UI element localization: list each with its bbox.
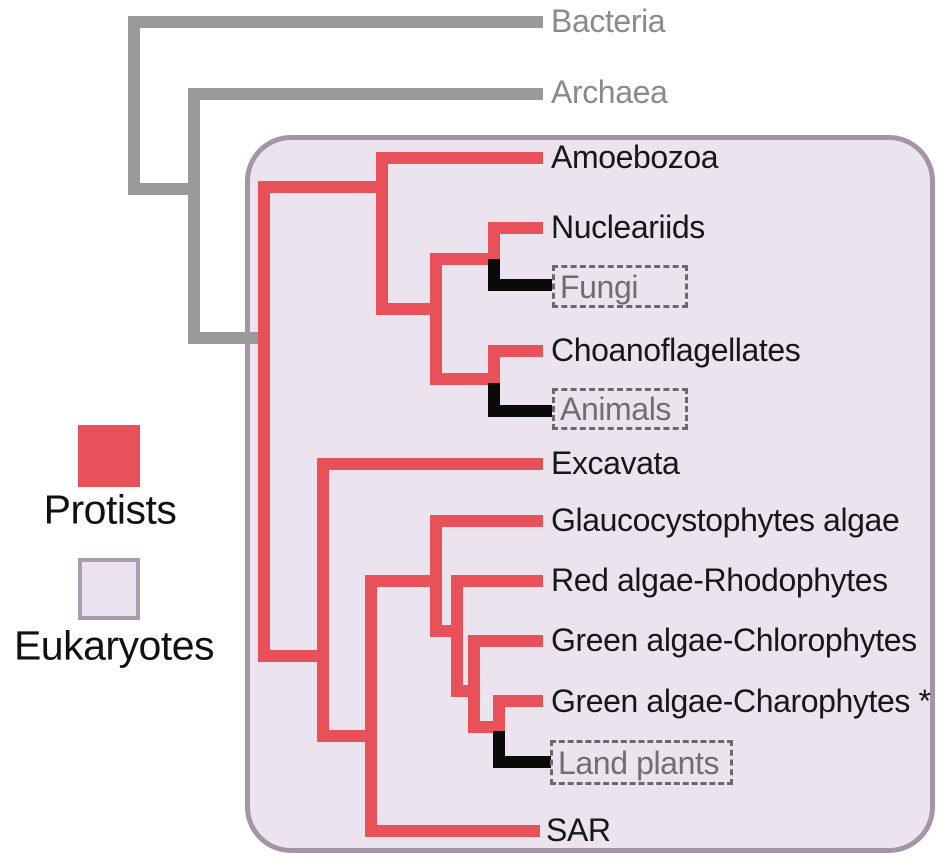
holozoa-stem (430, 373, 500, 385)
branch-fungi-black (488, 279, 552, 291)
branch-chlorophytes (468, 635, 543, 647)
protists-swatch (78, 425, 140, 487)
opisthokont-vertical (430, 253, 442, 385)
holomycota-stem (430, 253, 500, 265)
branch-nucleariids (488, 222, 543, 234)
branch-excavata (317, 458, 543, 470)
eukaryotes-swatch (78, 558, 140, 620)
taxon-label-archaea: Archaea (551, 74, 668, 111)
branch-amoebozoa (376, 152, 543, 164)
branch-bacteria (128, 16, 543, 28)
taxon-label-glaucocystophytes-algae: Glaucocystophytes algae (551, 502, 900, 539)
archaea-eukaryote-vertical (188, 88, 200, 344)
archaeplastida-stem (365, 575, 442, 587)
branch-charophytes (493, 695, 543, 707)
taxon-label-choanoflagellates: Choanoflagellates (551, 332, 801, 369)
diaphoretickes-stem (317, 730, 377, 742)
taxon-label-sar: SAR (546, 812, 611, 849)
taxon-label-green-algae-chlorophytes: Green algae-Chlorophytes (551, 622, 917, 659)
taxon-label-bacteria: Bacteria (551, 3, 666, 40)
branch-choanoflagellates (488, 345, 543, 357)
taxon-label-excavata: Excavata (551, 445, 680, 482)
taxon-label-land-plants: Land plants (558, 744, 720, 781)
taxon-label-animals: Animals (560, 391, 672, 427)
bikont-vertical (317, 458, 329, 742)
taxon-label-nucleariids: Nucleariids (551, 209, 705, 246)
branch-animals-black (488, 405, 552, 417)
branch-sar (365, 825, 540, 837)
branch-archaea (188, 88, 543, 100)
branch-red-algae (451, 575, 543, 587)
taxon-box-animals: Animals (552, 388, 688, 430)
archaeplastida-vertical (430, 515, 442, 637)
taxon-label-red-algae-rhodophytes: Red algae-Rhodophytes (551, 562, 888, 599)
unikont-stem (258, 181, 388, 193)
diaphoretickes-vertical (365, 575, 377, 837)
branch-land-plants-black (493, 756, 551, 768)
opisthokont-stem (376, 303, 442, 315)
branch-glaucocystophytes (430, 515, 543, 527)
protists-label: Protists (43, 486, 177, 533)
eukaryotes-label: Eukaryotes (13, 622, 215, 669)
taxon-label-fungi: Fungi (560, 268, 639, 305)
eukaryote-stem (188, 332, 258, 344)
taxon-box-fungi: Fungi (552, 265, 688, 308)
bikont-stem (258, 650, 329, 662)
unikont-vertical (376, 152, 388, 315)
taxon-label-green-algae-charophytes: Green algae-Charophytes * (551, 683, 931, 720)
luca-root-vertical (128, 16, 140, 195)
taxon-box-land-plants: Land plants (550, 740, 733, 785)
eukaryote-root-vertical (258, 181, 270, 662)
luca-elbow (128, 183, 200, 195)
taxon-label-amoebozoa: Amoebozoa (551, 139, 719, 176)
viridiplantae-vertical (468, 635, 480, 733)
rhodophyte-vertical (451, 575, 463, 697)
